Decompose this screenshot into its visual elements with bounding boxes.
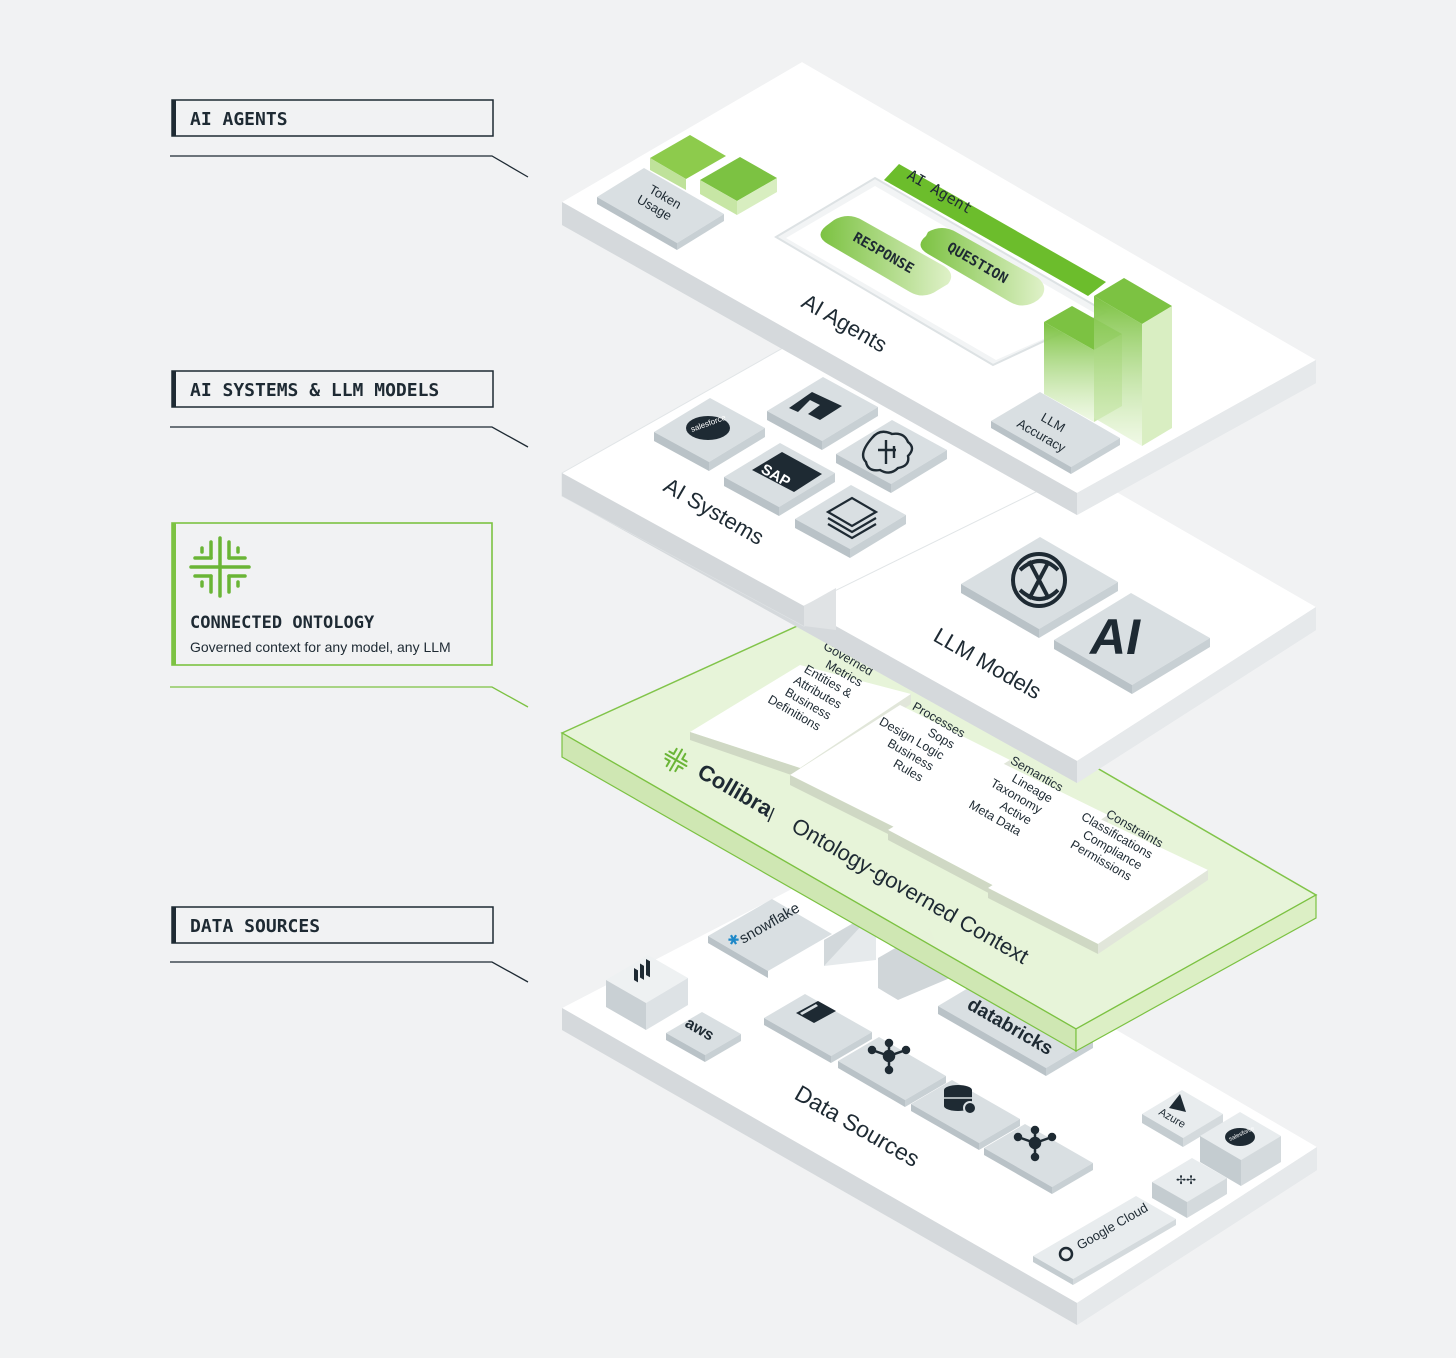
ai-agents-plate: Token Usage AI Agent RESPONSE QUESTION A… — [562, 62, 1316, 515]
connector-line — [170, 155, 529, 178]
salesforce-tile: salesforce — [654, 398, 765, 471]
ai-agent-bar — [884, 164, 1106, 296]
document-tile — [764, 994, 872, 1063]
tableau-icon: ✢✢ — [1176, 1173, 1196, 1187]
database-gear-icon — [944, 1085, 977, 1115]
label-ontology-subtitle: Governed context for any model, any LLM — [190, 639, 451, 655]
salesforce-icon — [686, 416, 730, 440]
ai-systems-llm-plate: salesforce SAP — [561, 330, 1316, 783]
google-cloud-tile: Google Cloud — [1033, 1196, 1176, 1285]
graph-tile-1 — [838, 1037, 946, 1107]
tableau-tile: ✢✢ — [1152, 1158, 1227, 1218]
connector-line — [170, 961, 529, 983]
powerbi-tile — [606, 955, 688, 1030]
graph-tile-2 — [984, 1124, 1093, 1194]
collibra-brand-icon — [664, 747, 688, 773]
document-icon — [796, 1001, 836, 1023]
layers-tile — [795, 485, 906, 558]
token-usage-tile: Token Usage — [597, 168, 724, 250]
label-ai-agents: AI AGENTS — [170, 99, 529, 178]
data-sources-plate: aws — [562, 866, 1317, 1325]
sap-tile: SAP — [724, 443, 835, 516]
connector-line — [170, 686, 529, 708]
connector-line — [170, 426, 529, 448]
ontology-card-4 — [988, 818, 1208, 954]
label-data-sources-text: DATA SOURCES — [190, 916, 320, 937]
openai-tile — [961, 537, 1118, 638]
question-pill — [920, 228, 1045, 306]
database-tile — [911, 1080, 1020, 1150]
brain-icon — [861, 430, 914, 474]
network-icon — [1013, 1125, 1057, 1162]
response-pill — [820, 216, 952, 296]
azure-icon — [1169, 1094, 1186, 1112]
layers-icon — [825, 496, 879, 540]
brand-divider — [767, 807, 775, 823]
salesforce-data-tile: salesforce — [1200, 1112, 1281, 1186]
llm-accuracy-tile: LLM Accuracy — [991, 392, 1120, 474]
brain-tile — [836, 420, 947, 493]
label-ontology-title: CONNECTED ONTOLOGY — [190, 613, 375, 633]
label-ai-agents-text: AI AGENTS — [190, 109, 288, 130]
anthropic-icon — [789, 392, 842, 420]
anthropic-tile — [767, 377, 878, 450]
ai-model-icon: AI — [1088, 609, 1141, 665]
network-icon — [867, 1038, 911, 1075]
azure-tile: Azure — [1142, 1090, 1223, 1147]
label-connected-ontology: CONNECTED ONTOLOGY Governed context for … — [170, 522, 529, 708]
openai-icon — [1011, 552, 1067, 608]
ai-model-tile: AI — [1054, 593, 1210, 694]
sap-icon — [752, 452, 822, 492]
accuracy-bars — [1044, 278, 1172, 446]
label-ai-systems-llm: AI SYSTEMS & LLM MODELS — [170, 370, 529, 448]
powerbi-icon — [634, 958, 650, 983]
google-cloud-icon — [1058, 1246, 1074, 1262]
label-data-sources: DATA SOURCES — [170, 906, 529, 983]
token-cubes — [650, 135, 777, 215]
aws-tile: aws — [666, 1012, 741, 1062]
label-ai-systems-text: AI SYSTEMS & LLM MODELS — [190, 380, 439, 401]
salesforce-cloud-icon — [1225, 1128, 1255, 1146]
collibra-logo-icon — [189, 536, 251, 598]
